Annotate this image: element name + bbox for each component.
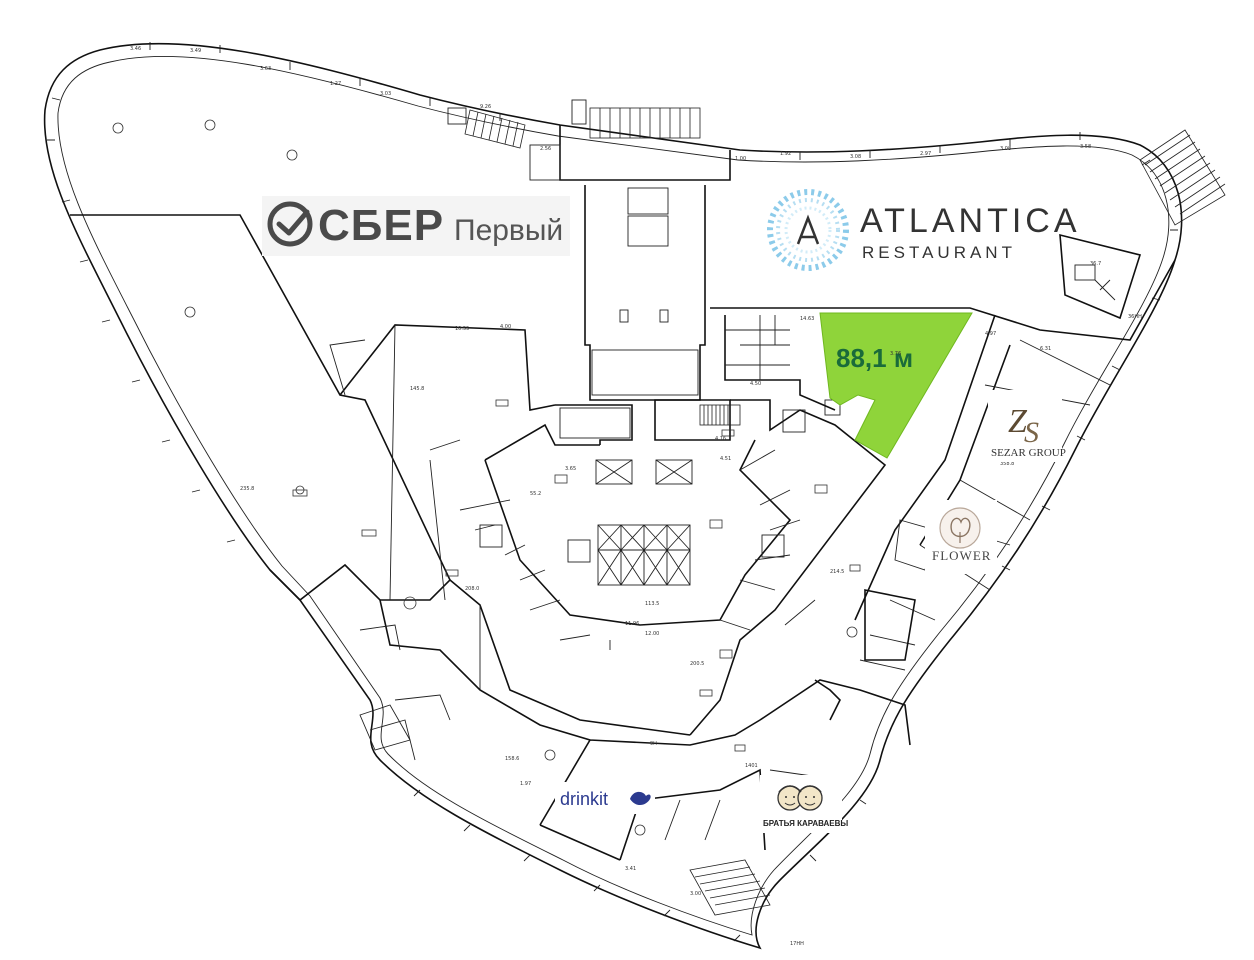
svg-text:3.03: 3.03	[380, 91, 391, 97]
svg-text:4.50: 4.50	[750, 381, 761, 387]
drinkit-logo[interactable]: drinkit	[555, 782, 655, 814]
svg-text:4.97: 4.97	[985, 331, 996, 337]
svg-text:113.5: 113.5	[645, 601, 659, 607]
svg-text:3.00: 3.00	[690, 891, 701, 897]
central-core	[555, 99, 741, 586]
svg-text:200.5: 200.5	[690, 661, 704, 667]
svg-text:36.7: 36.7	[1090, 261, 1101, 267]
atlantica-subtitle: RESTAURANT	[862, 243, 1016, 262]
right-wing-walls	[710, 129, 1226, 671]
svg-text:3.41: 3.41	[625, 866, 636, 872]
svg-text:2.97: 2.97	[920, 151, 931, 157]
sber-sub-text: Первый	[454, 214, 563, 247]
svg-text:3.65: 3.65	[565, 466, 576, 472]
atlantica-title: ATLANTICA	[860, 202, 1081, 240]
flower-emblem-icon	[939, 507, 981, 549]
area-label: 88,1 м	[836, 343, 913, 373]
svg-text:3.46: 3.46	[130, 46, 141, 52]
svg-text:3.76: 3.76	[890, 351, 901, 357]
svg-text:3.08: 3.08	[850, 154, 861, 160]
sezar-name: SEZAR GROUP	[991, 447, 1066, 459]
sber-check-icon	[267, 201, 313, 247]
svg-text:55.2: 55.2	[530, 491, 541, 497]
top-left-stair	[447, 107, 561, 181]
atlantica-wave-icon	[767, 189, 849, 271]
svg-text:4.16: 4.16	[715, 436, 726, 442]
svg-text:S: S	[1024, 416, 1039, 449]
svg-text:158.6: 158.6	[505, 756, 519, 762]
svg-text:145.8: 145.8	[410, 386, 424, 392]
svg-text:14.63: 14.63	[800, 316, 814, 322]
svg-text:3.49: 3.49	[190, 48, 201, 54]
svg-text:1401: 1401	[745, 763, 758, 769]
sezar-logo[interactable]: Z S SEZAR GROUP	[988, 390, 1066, 462]
svg-text:11.96: 11.96	[625, 621, 639, 627]
svg-text:1.27: 1.27	[330, 81, 341, 87]
svg-text:9H: 9H	[650, 741, 657, 747]
highlighted-premises[interactable]: 88,1 м	[819, 312, 973, 459]
dimension-labels: 3.46 3.49 3.63 1.27 3.03 9.26 2.56 1.00 …	[130, 46, 1142, 947]
svg-text:36HH: 36HH	[1128, 314, 1142, 320]
svg-text:17HH: 17HH	[790, 941, 804, 947]
svg-text:1.92: 1.92	[780, 151, 791, 157]
svg-text:235.8: 235.8	[240, 486, 254, 492]
atlantica-logo[interactable]: ATLANTICA RESTAURANT	[760, 180, 1081, 280]
bratya-faces-icon	[777, 785, 823, 811]
outer-wall	[43, 42, 1183, 950]
svg-text:3.63: 3.63	[260, 66, 271, 72]
shop-ring-walls	[329, 324, 887, 836]
drinkit-bird-icon	[630, 791, 651, 806]
svg-text:12.00: 12.00	[645, 631, 659, 637]
flower-name: FLOWER	[932, 548, 991, 563]
svg-text:208.0: 208.0	[465, 586, 479, 592]
svg-text:4.00: 4.00	[500, 324, 511, 330]
sezar-monogram-icon: Z S	[1008, 403, 1039, 449]
svg-text:3.08: 3.08	[1000, 146, 1011, 152]
left-wing-walls	[70, 119, 451, 610]
svg-text:3.58: 3.58	[1080, 144, 1091, 150]
svg-text:2.56: 2.56	[540, 146, 551, 152]
sber-logo[interactable]: СБЕР Первый	[262, 196, 570, 256]
svg-text:6.31: 6.31	[1040, 346, 1051, 352]
flower-logo[interactable]: FLOWER	[925, 500, 997, 574]
svg-text:1.97: 1.97	[520, 781, 531, 787]
svg-text:1.00: 1.00	[735, 156, 746, 162]
svg-text:214.5: 214.5	[830, 569, 844, 575]
svg-text:358.8: 358.8	[1000, 461, 1014, 467]
svg-text:10.55: 10.55	[455, 326, 469, 332]
drinkit-name: drinkit	[560, 789, 608, 809]
bratya-name: БРАТЬЯ КАРАВАЕВЫ	[763, 819, 848, 828]
bratya-logo[interactable]: БРАТЬЯ КАРАВАЕВЫ	[760, 775, 848, 833]
svg-text:Z: Z	[1008, 403, 1028, 440]
lower-wing-walls	[359, 599, 911, 916]
sber-brand-text: СБЕР	[318, 201, 444, 250]
svg-text:4.51: 4.51	[720, 456, 731, 462]
highlight-area-shape[interactable]	[819, 312, 973, 459]
svg-text:9.26: 9.26	[480, 104, 491, 110]
